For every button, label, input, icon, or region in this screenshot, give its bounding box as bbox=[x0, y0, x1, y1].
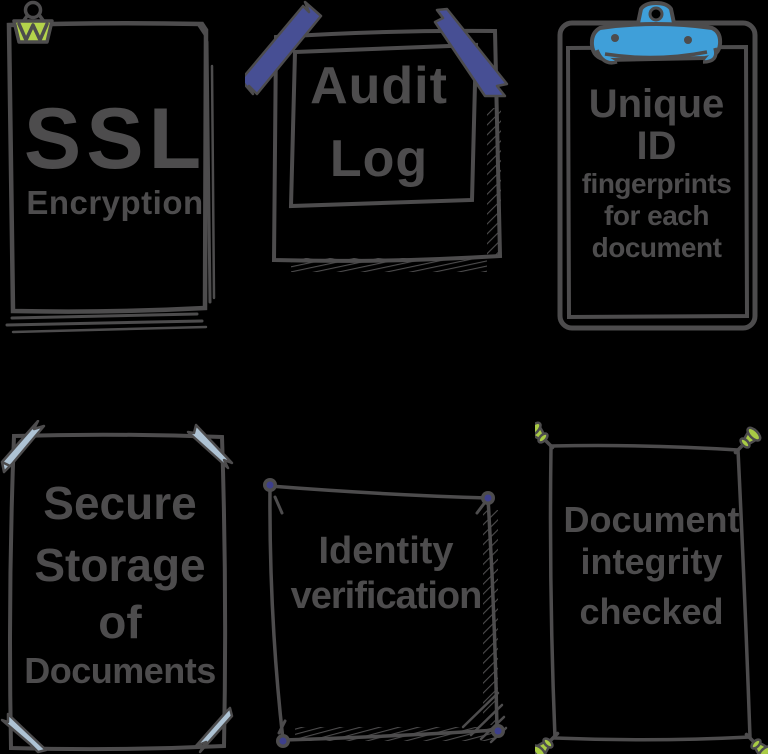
identity-line2: verification bbox=[290, 575, 483, 617]
pin-icon bbox=[263, 478, 277, 492]
pushpin-icon bbox=[535, 420, 560, 455]
clipboard bbox=[557, 1, 758, 331]
tape-icon bbox=[186, 423, 234, 470]
secure-storage-line2: Storage bbox=[34, 539, 206, 591]
integrity-line2: integrity bbox=[580, 541, 723, 582]
tape-icon bbox=[0, 712, 48, 754]
card-ssl-encryption: SSL Encryption bbox=[0, 0, 230, 348]
tape-icon bbox=[245, 0, 323, 96]
pinned-sheet bbox=[263, 478, 508, 748]
identity-line1: Identity bbox=[318, 530, 454, 572]
secure-storage-line3: of bbox=[98, 596, 142, 648]
binder-clip-icon bbox=[12, 0, 54, 44]
card-document-integrity: Document integrity checked bbox=[535, 420, 768, 754]
pushpinned-sheet bbox=[535, 420, 768, 754]
card-audit-log: Audit Log bbox=[245, 0, 513, 292]
audit-line1: Audit bbox=[310, 57, 448, 115]
integrity-line1: Document bbox=[563, 499, 740, 540]
unique-id-line3: fingerprints bbox=[581, 168, 732, 199]
pin-icon bbox=[481, 491, 495, 505]
tape-icon bbox=[194, 706, 234, 754]
unique-id-line4: for each bbox=[604, 200, 709, 231]
card-unique-id: Unique ID fingerprints for each document bbox=[545, 0, 768, 348]
unique-id-line2: ID bbox=[636, 124, 677, 168]
secure-storage-line1: Secure bbox=[43, 477, 197, 529]
audit-line2: Log bbox=[329, 130, 429, 188]
pin-icon bbox=[276, 734, 290, 748]
unique-id-line1: Unique bbox=[588, 82, 725, 126]
pushpin-icon bbox=[728, 423, 765, 460]
card-secure-storage: Secure Storage of Documents bbox=[0, 420, 240, 754]
ssl-subtitle: Encryption bbox=[26, 184, 204, 221]
taped-poster bbox=[0, 420, 234, 754]
tape-icon bbox=[0, 420, 46, 474]
secure-storage-line4: Documents bbox=[24, 650, 216, 691]
paper-stack bbox=[5, 0, 216, 334]
corner-scribble bbox=[461, 691, 508, 744]
pushpin-icon bbox=[739, 727, 768, 754]
clipboard-clip-icon bbox=[589, 1, 723, 65]
unique-id-line5: document bbox=[591, 232, 722, 263]
ssl-title: SSL bbox=[23, 91, 207, 187]
card-identity-verification: Identity verification bbox=[255, 465, 517, 754]
pushpin-icon bbox=[535, 726, 565, 754]
tape-icon bbox=[433, 7, 509, 98]
pin-icon bbox=[491, 724, 505, 738]
taped-note bbox=[245, 0, 509, 272]
integrity-line3: checked bbox=[579, 591, 724, 632]
